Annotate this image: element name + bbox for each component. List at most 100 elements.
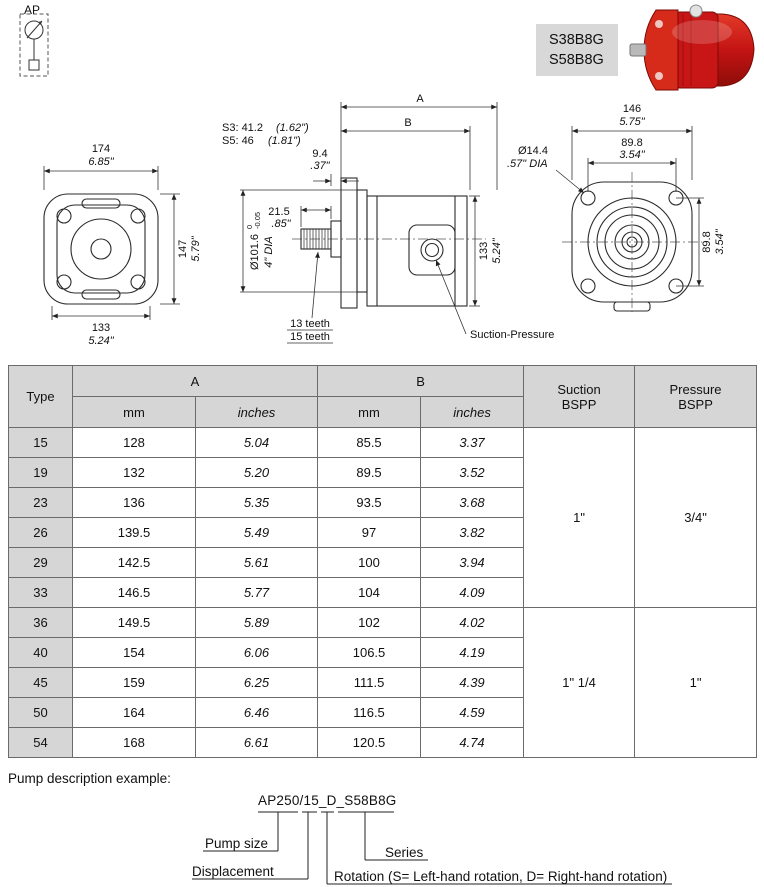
example-label-displacement: Displacement bbox=[192, 864, 274, 879]
dim-shaft-ext-mm: 21.5 bbox=[268, 206, 289, 218]
dim-front-height-mm: 147 bbox=[177, 240, 189, 258]
dim-rear-width-in: 5.75" bbox=[619, 116, 645, 128]
example-label-series: Series bbox=[385, 845, 424, 860]
cell-a-in: 5.89 bbox=[194, 607, 319, 638]
dim-rear-boltpitch-v-in: 3.54" bbox=[714, 228, 726, 254]
dim-s5-mm: S5: 46 bbox=[222, 135, 254, 147]
dim-front-bolt-mm: 133 bbox=[92, 322, 110, 334]
cell-type: 23 bbox=[8, 487, 73, 518]
col-header-b: B bbox=[317, 365, 525, 397]
teeth-13-label: 13 teeth bbox=[290, 318, 330, 330]
cell-a-in: 5.77 bbox=[194, 577, 319, 608]
dim-pilot-tol-hi: 0 bbox=[245, 225, 254, 229]
cell-a-mm: 159 bbox=[72, 667, 196, 698]
table-row: 29 142.5 5.61 100 3.94 bbox=[8, 547, 757, 578]
cell-a-mm: 146.5 bbox=[72, 577, 196, 608]
example-connector-lines bbox=[192, 811, 672, 885]
col-header-pressure: Pressure BSPP bbox=[634, 365, 758, 428]
table-row: 40 154 6.06 106.5 4.19 bbox=[8, 637, 757, 668]
col-header-b-mm: mm bbox=[317, 396, 422, 428]
technical-drawings: 174 6.85" 147 5.79" 133 5.24" bbox=[43, 93, 726, 347]
side-view-outline bbox=[300, 177, 468, 309]
cell-pressure-group-1: 3/4" bbox=[634, 427, 758, 608]
dimensions-table: Type A B Suction BSPP Pressure BSPP mm i… bbox=[8, 365, 758, 758]
table-row: 45 159 6.25 111.5 4.39 bbox=[8, 667, 757, 698]
dim-front-width-mm: 174 bbox=[92, 143, 110, 155]
cell-a-in: 5.20 bbox=[194, 457, 319, 488]
cell-type: 19 bbox=[8, 457, 73, 488]
table-row: 33 146.5 5.77 104 4.09 bbox=[8, 577, 757, 608]
example-label-rotation: Rotation (S= Left-hand rotation, D= Righ… bbox=[334, 869, 668, 884]
cell-b-mm: 106.5 bbox=[317, 637, 422, 668]
cell-b-in: 4.74 bbox=[420, 727, 525, 758]
cell-a-mm: 142.5 bbox=[72, 547, 196, 578]
cell-b-mm: 89.5 bbox=[317, 457, 422, 488]
cell-type: 54 bbox=[8, 727, 73, 758]
cell-type: 33 bbox=[8, 577, 73, 608]
model-code-2: S58B8G bbox=[549, 52, 604, 68]
rear-view-dimension-text: 146 5.75" 89.8 3.54" Ø14.4 .57" DIA 89.8… bbox=[507, 103, 726, 255]
table-row: 36 149.5 5.89 102 4.02 1" 1/4 1" bbox=[8, 607, 758, 758]
cell-a-mm: 168 bbox=[72, 727, 196, 758]
example-code: AP250/15_D_S58B8G bbox=[258, 793, 397, 808]
table-row: 15 128 5.04 85.5 3.37 1" 3/4" bbox=[8, 427, 758, 608]
dim-s3-mm: S3: 41.2 bbox=[222, 122, 263, 134]
dim-rear-hole-mm: Ø14.4 bbox=[518, 145, 548, 157]
front-view-dimension-text: 174 6.85" 147 5.79" 133 5.24" bbox=[88, 143, 202, 347]
cell-a-in: 5.35 bbox=[194, 487, 319, 518]
cell-b-in: 4.02 bbox=[420, 607, 525, 638]
cell-a-mm: 149.5 bbox=[72, 607, 196, 638]
cell-b-mm: 104 bbox=[317, 577, 422, 608]
cell-type: 45 bbox=[8, 667, 73, 698]
cell-type: 29 bbox=[8, 547, 73, 578]
cell-b-mm: 85.5 bbox=[317, 427, 422, 458]
cell-a-mm: 164 bbox=[72, 697, 196, 728]
dim-rear-boltpitch-v-mm: 89.8 bbox=[701, 231, 713, 252]
cell-a-mm: 154 bbox=[72, 637, 196, 668]
dim-rear-hole-in: .57" DIA bbox=[507, 158, 548, 170]
front-view-dimension-lines bbox=[43, 166, 180, 320]
cell-b-in: 4.09 bbox=[420, 577, 525, 608]
cell-a-mm: 128 bbox=[72, 427, 196, 458]
model-code-1: S38B8G bbox=[549, 32, 604, 48]
dim-pilot-dia: Ø101.6 0 -0.05 bbox=[245, 212, 262, 270]
teeth-15-label: 15 teeth bbox=[290, 331, 330, 343]
side-view-dimension-lines bbox=[240, 102, 498, 344]
dim-pilot-dia-in: 4" DIA bbox=[263, 236, 275, 267]
example-label-pump-size: Pump size bbox=[205, 836, 269, 851]
cell-a-in: 5.61 bbox=[194, 547, 319, 578]
dim-flange-thickness-in: .37" bbox=[310, 160, 330, 172]
col-header-suction: Suction BSPP bbox=[523, 365, 636, 428]
cell-a-in: 6.61 bbox=[194, 727, 319, 758]
dim-rear-boltpitch-mm: 89.8 bbox=[621, 137, 642, 149]
pump-product-image bbox=[629, 4, 755, 91]
cell-type: 26 bbox=[8, 517, 73, 548]
cell-b-in: 4.39 bbox=[420, 667, 525, 698]
cell-a-mm: 136 bbox=[72, 487, 196, 518]
table-row: 26 139.5 5.49 97 3.82 bbox=[8, 517, 757, 548]
cell-pressure-group-2: 1" bbox=[634, 607, 758, 758]
dim-front-width-in: 6.85" bbox=[88, 156, 114, 168]
cell-b-mm: 102 bbox=[317, 607, 422, 638]
cell-type: 40 bbox=[8, 637, 73, 668]
table-row: 23 136 5.35 93.5 3.68 bbox=[8, 487, 757, 518]
col-header-type: Type bbox=[8, 365, 73, 428]
cell-b-in: 4.59 bbox=[420, 697, 525, 728]
cell-type: 36 bbox=[8, 607, 73, 638]
dim-b-label: B bbox=[404, 117, 411, 129]
col-header-a: A bbox=[71, 365, 319, 397]
cell-type: 15 bbox=[8, 427, 73, 458]
side-view-dimension-text: A B S3: 41.2 (1.62") S5: 46 (1.81") 9.4 … bbox=[222, 93, 554, 343]
col-header-a-inches: inches bbox=[194, 396, 319, 428]
cell-b-in: 4.19 bbox=[420, 637, 525, 668]
cell-b-in: 3.82 bbox=[420, 517, 525, 548]
cell-b-in: 3.37 bbox=[420, 427, 525, 458]
example-title: Pump description example: bbox=[8, 771, 171, 786]
cell-type: 50 bbox=[8, 697, 73, 728]
rear-view-dimension-lines bbox=[555, 126, 704, 287]
cell-a-mm: 132 bbox=[72, 457, 196, 488]
cell-a-mm: 139.5 bbox=[72, 517, 196, 548]
table-row: 50 164 6.46 116.5 4.59 bbox=[8, 697, 757, 728]
ap-schematic-symbol bbox=[19, 13, 49, 77]
col-header-b-inches: inches bbox=[420, 396, 525, 428]
